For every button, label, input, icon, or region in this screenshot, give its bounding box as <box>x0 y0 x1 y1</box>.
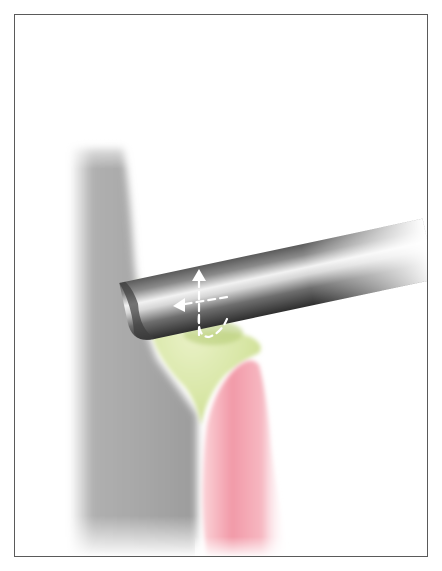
figure-frame <box>14 14 428 557</box>
gingival-tissue <box>195 345 305 557</box>
dental-procedure-illustration <box>15 15 428 557</box>
